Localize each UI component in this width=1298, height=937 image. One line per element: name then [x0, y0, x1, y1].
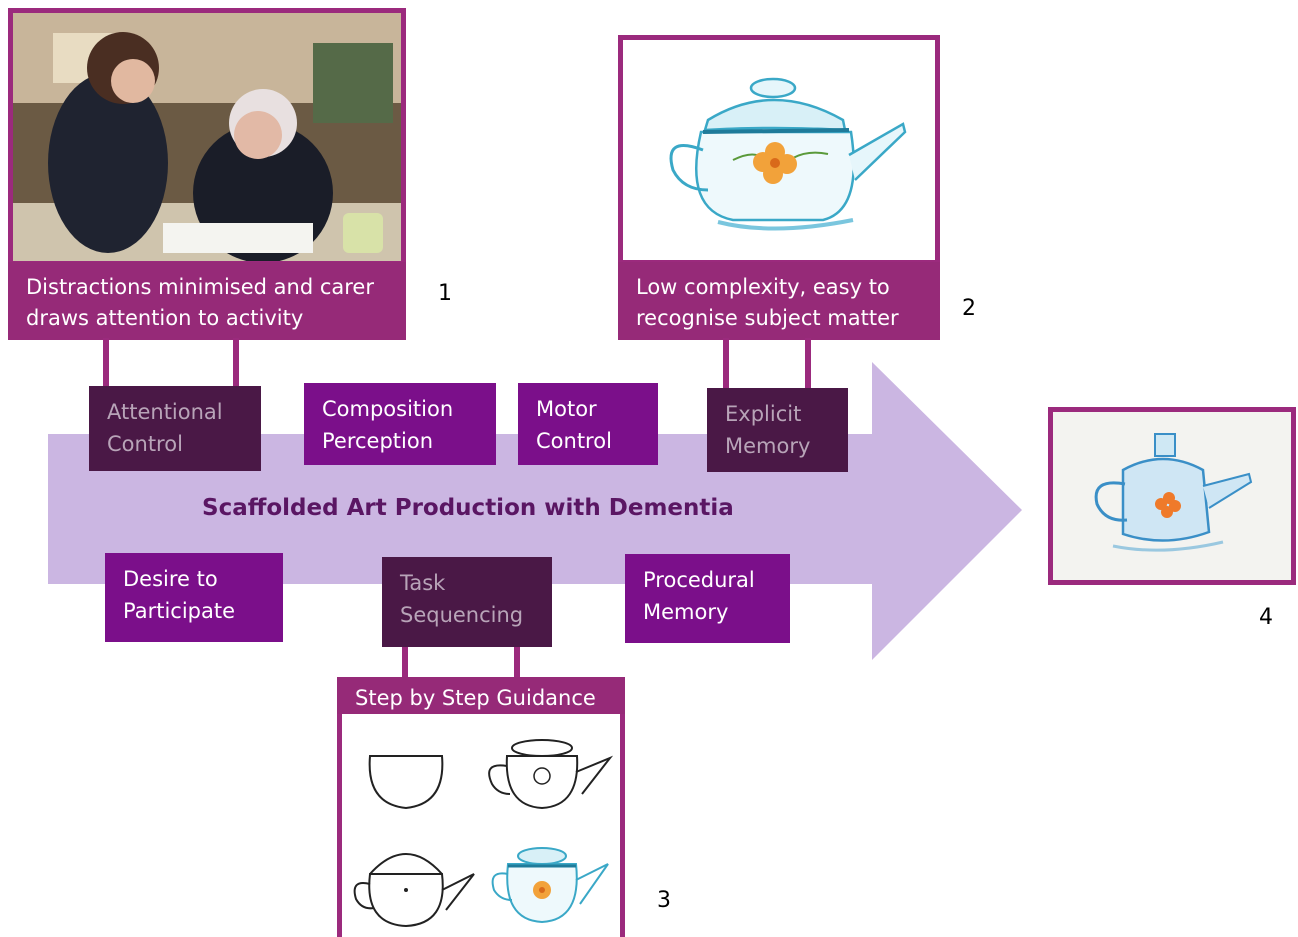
factor-task-line1: Task — [400, 571, 446, 595]
step-number-2: 2 — [962, 296, 976, 321]
connector-1b — [233, 338, 239, 388]
factor-task-sequencing: Task Sequencing — [382, 557, 552, 647]
factor-attentional-line2: Control — [107, 432, 183, 456]
step-number-1: 1 — [438, 281, 452, 306]
factor-motor-line1: Motor — [536, 397, 597, 421]
caption-3-text: Step by Step Guidance — [355, 686, 596, 710]
final-teapot-drawing — [1053, 412, 1291, 580]
factor-explicit-line1: Explicit — [725, 402, 802, 426]
factor-composition-line2: Perception — [322, 429, 434, 453]
factor-composition-line1: Composition — [322, 397, 454, 421]
factor-attentional-control: Attentional Control — [89, 386, 261, 471]
diagram-title: Scaffolded Art Production with Dementia — [202, 495, 734, 521]
factor-procedural-memory: Procedural Memory — [625, 554, 790, 643]
factor-procedural-line1: Procedural — [643, 568, 755, 592]
caption-1-line2: draws attention to activity — [26, 306, 304, 330]
caption-2-line2: recognise subject matter — [636, 306, 899, 330]
factor-task-line2: Sequencing — [400, 603, 524, 627]
connector-1a — [103, 338, 109, 388]
caption-2-line1: Low complexity, easy to — [636, 275, 890, 299]
caption-2: Low complexity, easy to recognise subjec… — [618, 262, 940, 340]
carer-photo — [13, 13, 401, 261]
step-number-3: 3 — [657, 888, 671, 913]
factor-desire-to-participate: Desire to Participate — [105, 553, 283, 642]
connector-3b — [514, 645, 520, 679]
connector-2a — [723, 338, 729, 390]
caption-1: Distractions minimised and carer draws a… — [8, 262, 406, 340]
caption-3: Step by Step Guidance — [337, 677, 625, 719]
teapot-drawing-panel-2 — [618, 35, 940, 265]
factor-attentional-line1: Attentional — [107, 400, 223, 424]
step-guidance-panel-3 — [337, 714, 625, 937]
factor-motor-line2: Control — [536, 429, 612, 453]
factor-explicit-line2: Memory — [725, 434, 811, 458]
step-number-4: 4 — [1259, 605, 1273, 630]
factor-explicit-memory: Explicit Memory — [707, 388, 848, 472]
factor-procedural-line2: Memory — [643, 600, 729, 624]
factor-desire-line1: Desire to — [123, 567, 218, 591]
connector-3a — [402, 645, 408, 679]
factor-motor-control: Motor Control — [518, 383, 658, 465]
factor-desire-line2: Participate — [123, 599, 236, 623]
step-sketches — [353, 739, 614, 928]
factor-composition-perception: Composition Perception — [304, 383, 496, 465]
caption-1-line1: Distractions minimised and carer — [26, 275, 374, 299]
teapot-drawing — [669, 77, 907, 231]
photo-panel-1 — [8, 8, 406, 266]
connector-2b — [805, 338, 811, 390]
final-drawing-panel-4 — [1048, 407, 1296, 585]
